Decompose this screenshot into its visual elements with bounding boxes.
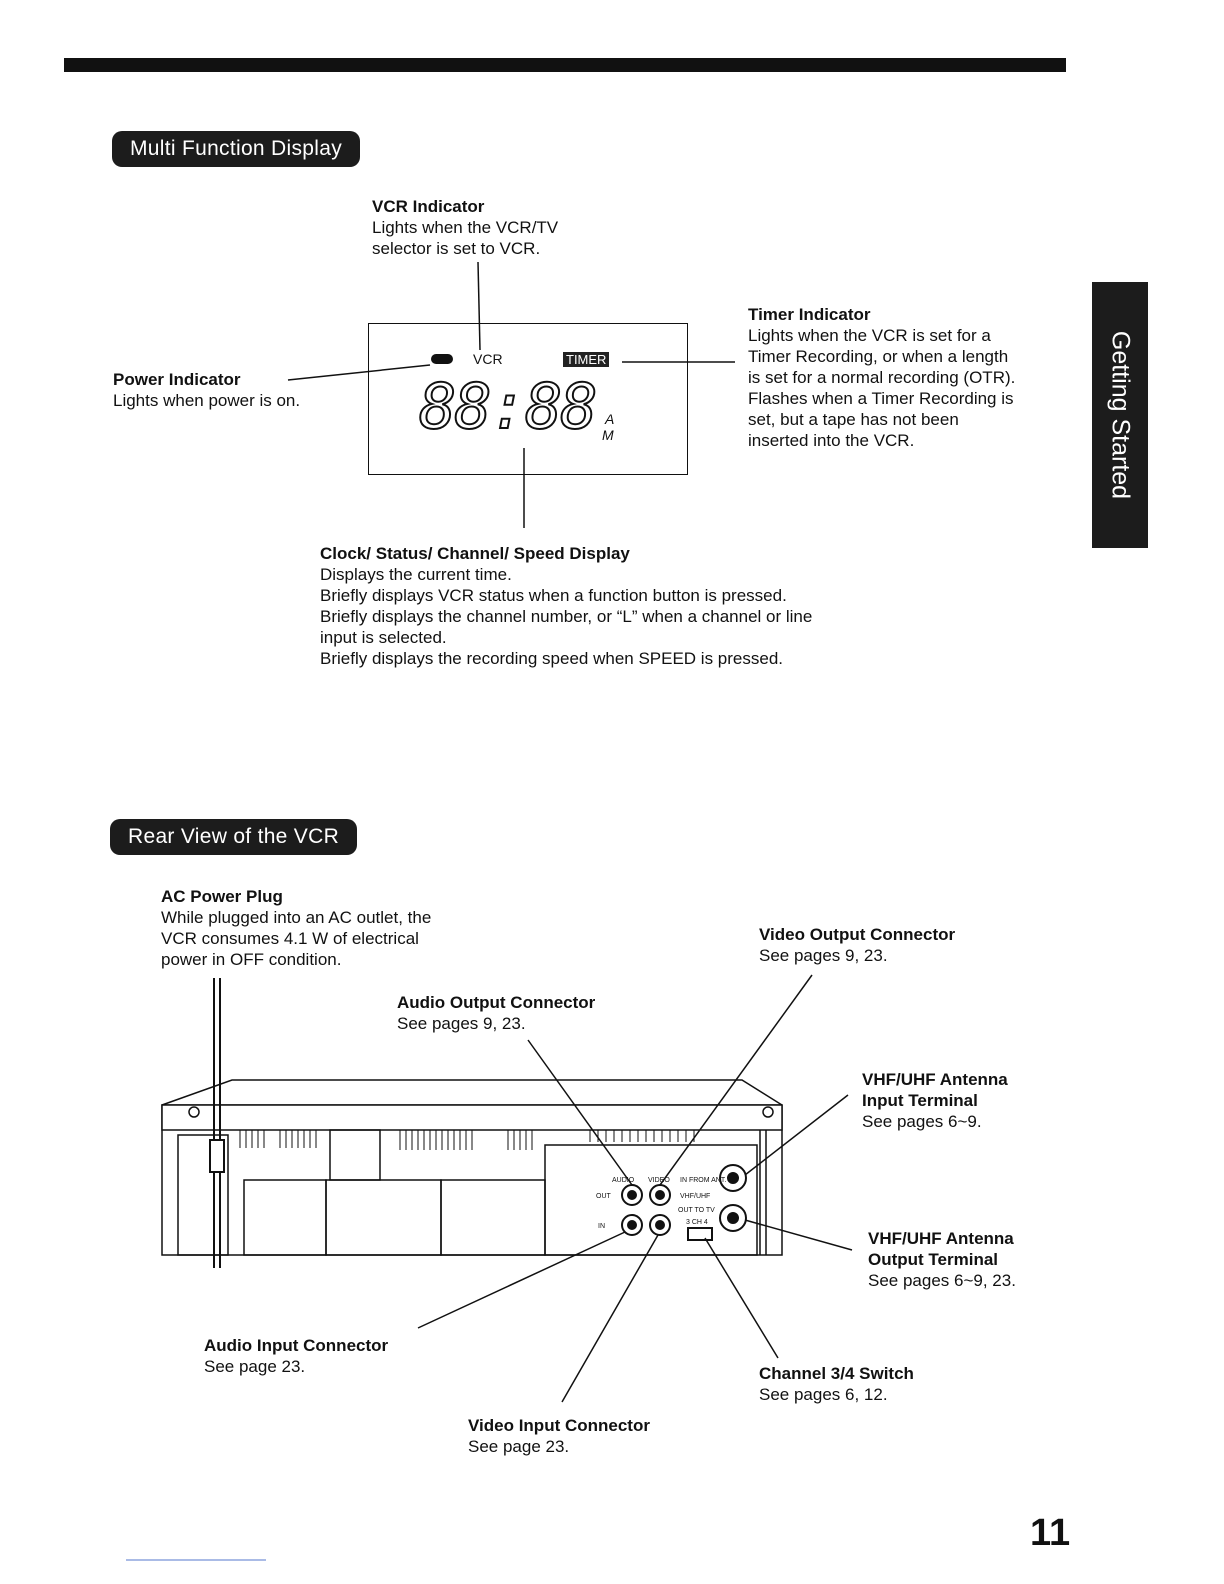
timer-indicator-callout: Timer Indicator Lights when the VCR is s… — [748, 304, 1015, 451]
channel-switch — [687, 1227, 713, 1241]
panel-label-out-to-tv: OUT TO TV — [678, 1207, 715, 1214]
callout-line: Lights when the VCR/TV — [372, 218, 559, 237]
callout-title: Audio Input Connector — [204, 1336, 389, 1355]
callout-line: inserted into the VCR. — [748, 431, 915, 450]
vcr-indicator-callout: VCR Indicator Lights when the VCR/TV sel… — [372, 196, 558, 259]
clock-display-callout: Clock/ Status/ Channel/ Speed Display Di… — [320, 543, 812, 669]
callout-line: Briefly displays the recording speed whe… — [320, 649, 784, 668]
power-indicator-leader — [287, 364, 431, 381]
am-indicator: A — [605, 411, 615, 427]
callout-title: Clock/ Status/ Channel/ Speed Display — [320, 544, 630, 563]
section-heading-multi-function-display: Multi Function Display — [112, 131, 361, 167]
audio-output-callout: Audio Output Connector See pages 9, 23. — [397, 992, 595, 1034]
callout-line: VCR consumes 4.1 W of electrical — [161, 929, 419, 948]
callout-line: is set for a normal recording (OTR). — [748, 368, 1016, 387]
vcr-indicator-label: VCR — [473, 351, 503, 367]
callout-title: Video Output Connector — [759, 925, 956, 944]
panel-label-vhf-uhf: VHF/UHF — [680, 1193, 710, 1200]
antenna-in-terminal-pin — [727, 1172, 739, 1184]
section-heading-rear-view: Rear View of the VCR — [110, 819, 358, 855]
vcr-indicator-leader — [477, 261, 481, 351]
power-indicator-lamp — [431, 354, 453, 364]
video-input-callout: Video Input Connector See page 23. — [468, 1415, 650, 1457]
pm-indicator: M — [602, 427, 614, 443]
video-out-jack-pin — [655, 1190, 665, 1200]
callout-line: Timer Recording, or when a length — [748, 347, 1009, 366]
audio-in-jack-pin — [627, 1220, 637, 1230]
panel-label-in-from-ant: IN FROM ANT. — [680, 1177, 726, 1184]
callout-line: See pages 6~9, 23. — [868, 1271, 1016, 1290]
jacks — [621, 1164, 747, 1241]
panel-label-out: OUT — [596, 1193, 612, 1200]
callout-line: Lights when power is on. — [113, 391, 301, 410]
section-side-tab: Getting Started — [1092, 282, 1148, 548]
channel-switch-leader — [704, 1237, 779, 1359]
top-rule — [64, 58, 1066, 72]
video-output-leader — [659, 974, 813, 1186]
antenna-input-callout: VHF/UHF Antenna Input Terminal See pages… — [862, 1069, 1008, 1132]
callout-line: Briefly displays the channel number, or … — [320, 607, 813, 626]
callout-title: Video Input Connector — [468, 1416, 650, 1435]
callout-line: While plugged into an AC outlet, the — [161, 908, 432, 927]
audio-input-callout: Audio Input Connector See page 23. — [204, 1335, 388, 1377]
callout-line: selector is set to VCR. — [372, 239, 541, 258]
callout-title: Audio Output Connector — [397, 993, 596, 1012]
antenna-input-leader — [744, 1094, 849, 1176]
multi-function-display-panel: VCR TIMER 88:88 A M — [368, 323, 688, 475]
video-input-leader — [561, 1234, 659, 1403]
callout-title: Channel 3/4 Switch — [759, 1364, 914, 1383]
panel-label-in: IN — [598, 1223, 605, 1230]
panel-label-audio: AUDIO — [612, 1177, 635, 1184]
callout-line: power in OFF condition. — [161, 950, 342, 969]
power-indicator-callout: Power Indicator Lights when power is on. — [113, 369, 300, 411]
antenna-out-terminal-pin — [727, 1212, 739, 1224]
callout-title: Output Terminal — [868, 1250, 999, 1269]
callout-line: See pages 9, 23. — [397, 1014, 526, 1033]
power-cord — [209, 978, 225, 1268]
panel-label-ch-switch: 3 CH 4 — [686, 1219, 708, 1226]
clock-digits: 88:88 — [418, 369, 599, 444]
callout-line: input is selected. — [320, 628, 447, 647]
callout-title: AC Power Plug — [161, 887, 283, 906]
callout-line: Lights when the VCR is set for a — [748, 326, 991, 345]
page-number: 11 — [1030, 1512, 1071, 1554]
antenna-output-leader — [744, 1219, 853, 1251]
callout-title: Input Terminal — [862, 1091, 978, 1110]
antenna-output-callout: VHF/UHF Antenna Output Terminal See page… — [868, 1228, 1016, 1291]
callout-title: VHF/UHF Antenna — [868, 1229, 1014, 1248]
callout-title: VCR Indicator — [372, 197, 485, 216]
vcr-rear-panel — [161, 1079, 783, 1256]
video-output-callout: Video Output Connector See pages 9, 23. — [759, 924, 955, 966]
callout-line: set, but a tape has not been — [748, 410, 959, 429]
rear-panel-labels: AUDIO VIDEO OUT IN IN FROM ANT. VHF/UHF … — [596, 1177, 726, 1230]
channel-switch-callout: Channel 3/4 Switch See pages 6, 12. — [759, 1363, 914, 1405]
timer-indicator-label: TIMER — [563, 352, 610, 367]
callout-line: Briefly displays VCR status when a funct… — [320, 586, 787, 605]
audio-output-leader — [527, 1039, 633, 1186]
callout-line: See page 23. — [204, 1357, 306, 1376]
callout-title: Timer Indicator — [748, 305, 871, 324]
callout-line: See page 23. — [468, 1437, 570, 1456]
audio-out-jack-pin — [627, 1190, 637, 1200]
callout-line: Flashes when a Timer Recording is — [748, 389, 1014, 408]
panel-label-video: VIDEO — [648, 1177, 670, 1184]
callout-line: See pages 6, 12. — [759, 1385, 888, 1404]
callout-title: VHF/UHF Antenna — [862, 1070, 1008, 1089]
callout-line: Displays the current time. — [320, 565, 512, 584]
callout-title: Power Indicator — [113, 370, 241, 389]
ac-power-plug-callout: AC Power Plug While plugged into an AC o… — [161, 886, 431, 970]
audio-input-leader — [417, 1231, 626, 1329]
callout-line: See pages 9, 23. — [759, 946, 888, 965]
callout-line: See pages 6~9. — [862, 1112, 982, 1131]
video-in-jack-pin — [655, 1220, 665, 1230]
rear-leaders — [417, 974, 853, 1403]
